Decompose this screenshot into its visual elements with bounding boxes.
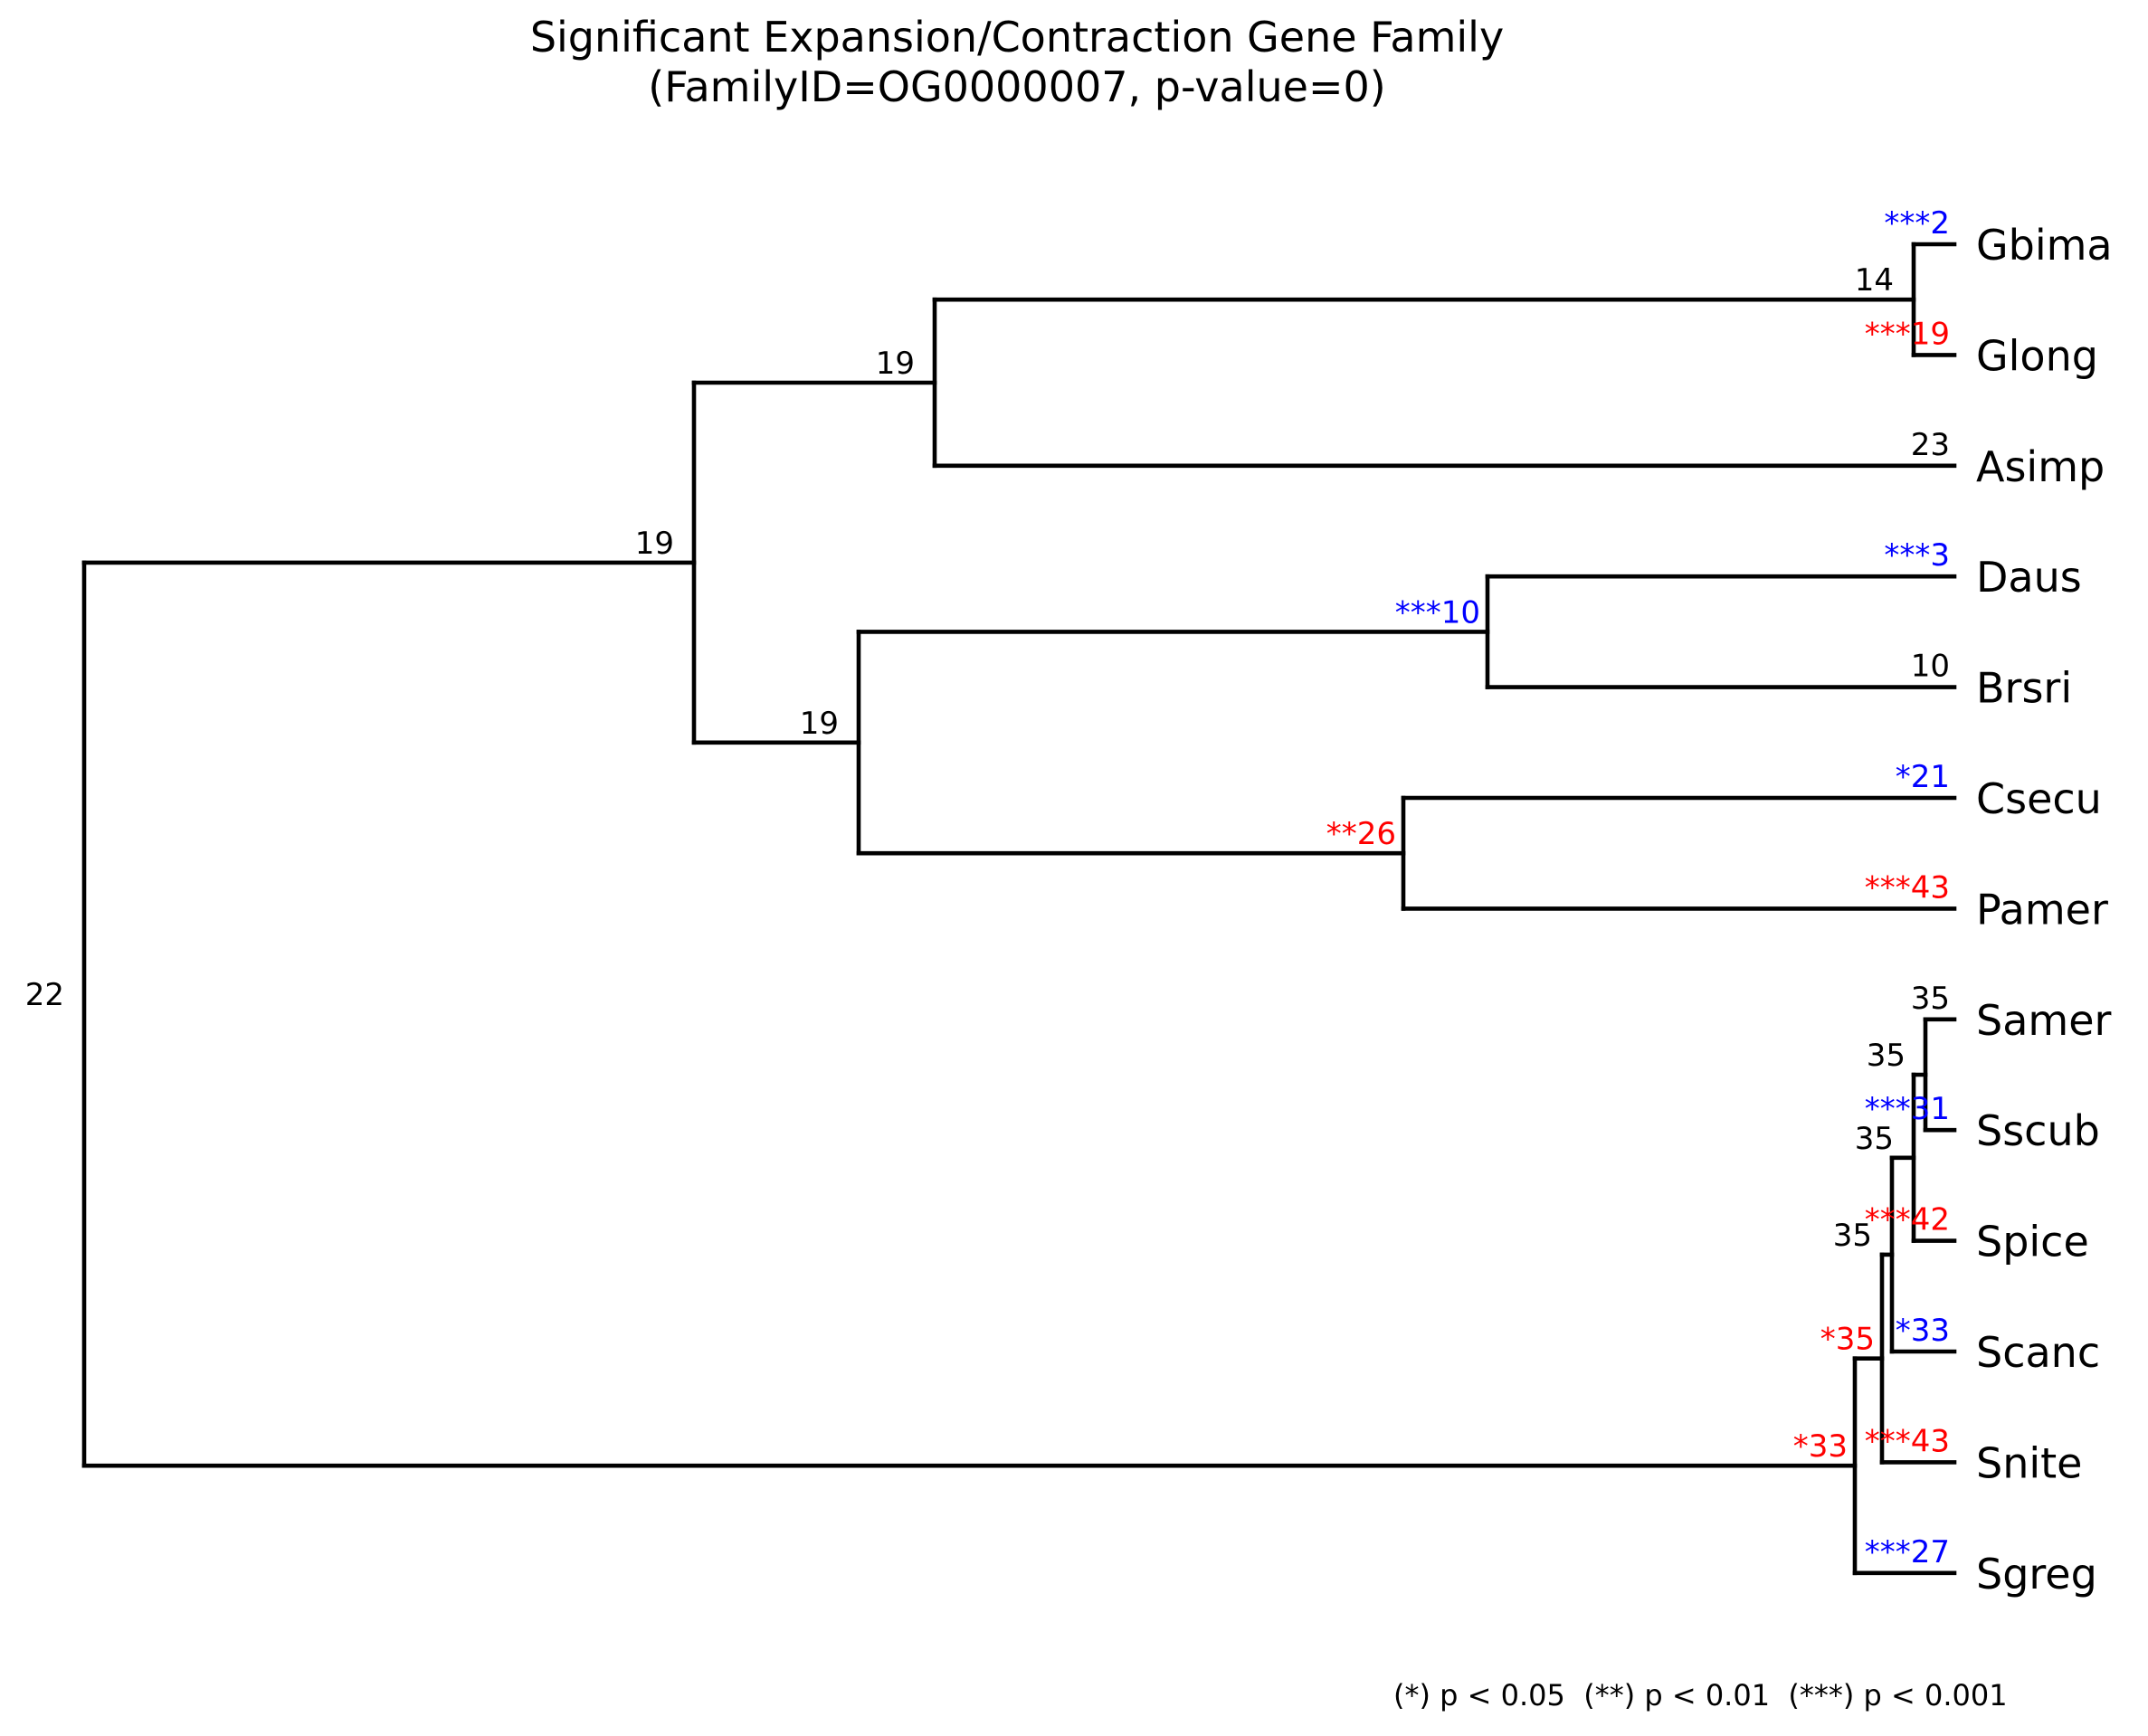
tip-count-label-sgreg: ***27 xyxy=(1865,1534,1950,1570)
tip-count-label-samer: 35 xyxy=(1911,981,1950,1017)
species-label-brsri: Brsri xyxy=(1976,664,2072,713)
species-label-sgreg: Sgreg xyxy=(1976,1550,2097,1598)
node-count-label-daus-brsri: ***10 xyxy=(1395,594,1480,631)
species-label-csecu: Csecu xyxy=(1976,774,2102,823)
species-label-pamer: Pamer xyxy=(1976,885,2108,934)
tip-count-label-daus: ***3 xyxy=(1884,537,1950,574)
figure-title: Significant Expansion/Contraction Gene F… xyxy=(0,13,2034,112)
node-count-label-cladeb: *33 xyxy=(1793,1428,1848,1465)
tip-count-label-pamer: ***43 xyxy=(1865,869,1950,906)
node-count-label-cladea2: 19 xyxy=(800,706,839,742)
species-label-asimp: Asimp xyxy=(1976,442,2105,491)
species-label-samer: Samer xyxy=(1976,996,2111,1045)
species-label-sscub: Sscub xyxy=(1976,1106,2100,1155)
tip-count-label-gbima: ***2 xyxy=(1884,205,1950,242)
node-count-label-samer-sscub: 35 xyxy=(1867,1038,1906,1074)
node-count-label-gbima-glong: 14 xyxy=(1855,262,1894,299)
tip-count-label-spice: ***42 xyxy=(1865,1202,1950,1238)
significance-legend: (*) p < 0.05 (**) p < 0.01 (***) p < 0.0… xyxy=(1393,1678,2008,1712)
species-label-scanc: Scanc xyxy=(1976,1328,2100,1377)
tip-count-label-asimp: 23 xyxy=(1911,427,1950,463)
tip-count-label-snite: ***43 xyxy=(1865,1423,1950,1459)
tip-count-label-brsri: 10 xyxy=(1911,649,1950,685)
tip-count-label-sscub: ***31 xyxy=(1865,1091,1950,1127)
node-count-label-cladea: 19 xyxy=(635,526,674,562)
node-count-label-cladeb1: *35 xyxy=(1820,1322,1875,1358)
figure-title-line1: Significant Expansion/Contraction Gene F… xyxy=(529,13,1505,62)
node-count-label-root: 22 xyxy=(25,977,64,1013)
species-label-gbima: Gbima xyxy=(1976,221,2113,270)
node-count-label-csecu-pamer: **26 xyxy=(1326,816,1396,852)
species-label-glong: Glong xyxy=(1976,331,2098,380)
figure-title-line2: (FamilyID=OG0000007, p-value=0) xyxy=(648,62,1386,111)
node-count-label-cladea1: 19 xyxy=(876,346,915,382)
species-label-daus: Daus xyxy=(1976,553,2082,602)
tip-count-label-glong: ***19 xyxy=(1865,316,1950,352)
node-count-label-cladeb3: 35 xyxy=(1855,1121,1894,1157)
species-label-spice: Spice xyxy=(1976,1218,2089,1266)
node-count-label-cladeb2: 35 xyxy=(1833,1218,1872,1254)
species-label-snite: Snite xyxy=(1976,1438,2082,1487)
tip-count-label-csecu: *21 xyxy=(1896,759,1950,795)
tip-count-label-scanc: *33 xyxy=(1896,1313,1950,1349)
